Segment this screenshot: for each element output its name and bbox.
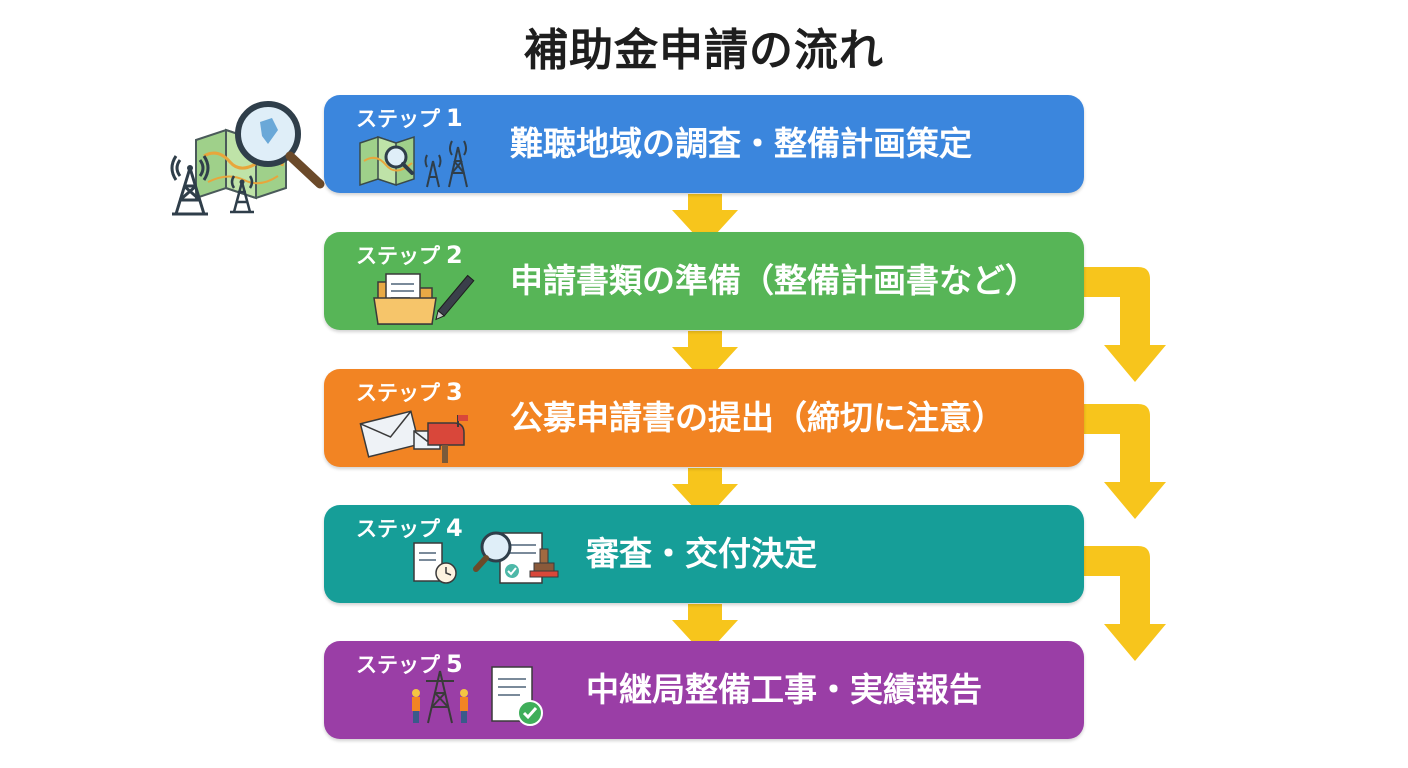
down-arrow-1-2 xyxy=(672,194,738,246)
step-number: 2 xyxy=(446,241,463,269)
tower-workers-report-icon xyxy=(412,666,543,726)
document-review-stamp-icon xyxy=(413,531,559,584)
step-prefix: ステップ xyxy=(356,517,440,541)
map-magnifier-tower-icon xyxy=(359,135,468,188)
down-arrow-3-4 xyxy=(672,468,738,520)
step-number: 4 xyxy=(446,514,463,542)
step-prefix: ステップ xyxy=(356,381,440,405)
step-prefix: ステップ xyxy=(356,244,440,268)
step-5-text: 中継局整備工事・実績報告 xyxy=(586,670,982,709)
down-arrow-2-3 xyxy=(672,331,738,383)
step-2-text: 申請書類の準備（整備計画書など） xyxy=(510,261,1038,300)
side-arrow-4 xyxy=(1084,546,1166,661)
diagram-title: 補助金申請の流れ xyxy=(524,25,884,76)
step-prefix: ステップ xyxy=(356,107,440,131)
envelope-mailbox-icon xyxy=(359,410,468,463)
step-1-text: 難聴地域の調査・整備計画策定 xyxy=(510,124,972,163)
step-3-text: 公募申請書の提出（締切に注意） xyxy=(510,398,1005,437)
down-arrow-4-5 xyxy=(672,604,738,656)
folder-document-pen-icon xyxy=(373,273,475,325)
step-number: 1 xyxy=(446,104,463,132)
step-4-text: 審査・交付決定 xyxy=(586,534,817,573)
side-arrow-3 xyxy=(1084,404,1166,519)
step-prefix: ステップ xyxy=(356,653,440,677)
step-number: 5 xyxy=(446,650,463,678)
map-magnifier-radio-towers-icon xyxy=(170,101,325,216)
side-arrow-2 xyxy=(1084,267,1166,382)
step-number: 3 xyxy=(446,378,463,406)
